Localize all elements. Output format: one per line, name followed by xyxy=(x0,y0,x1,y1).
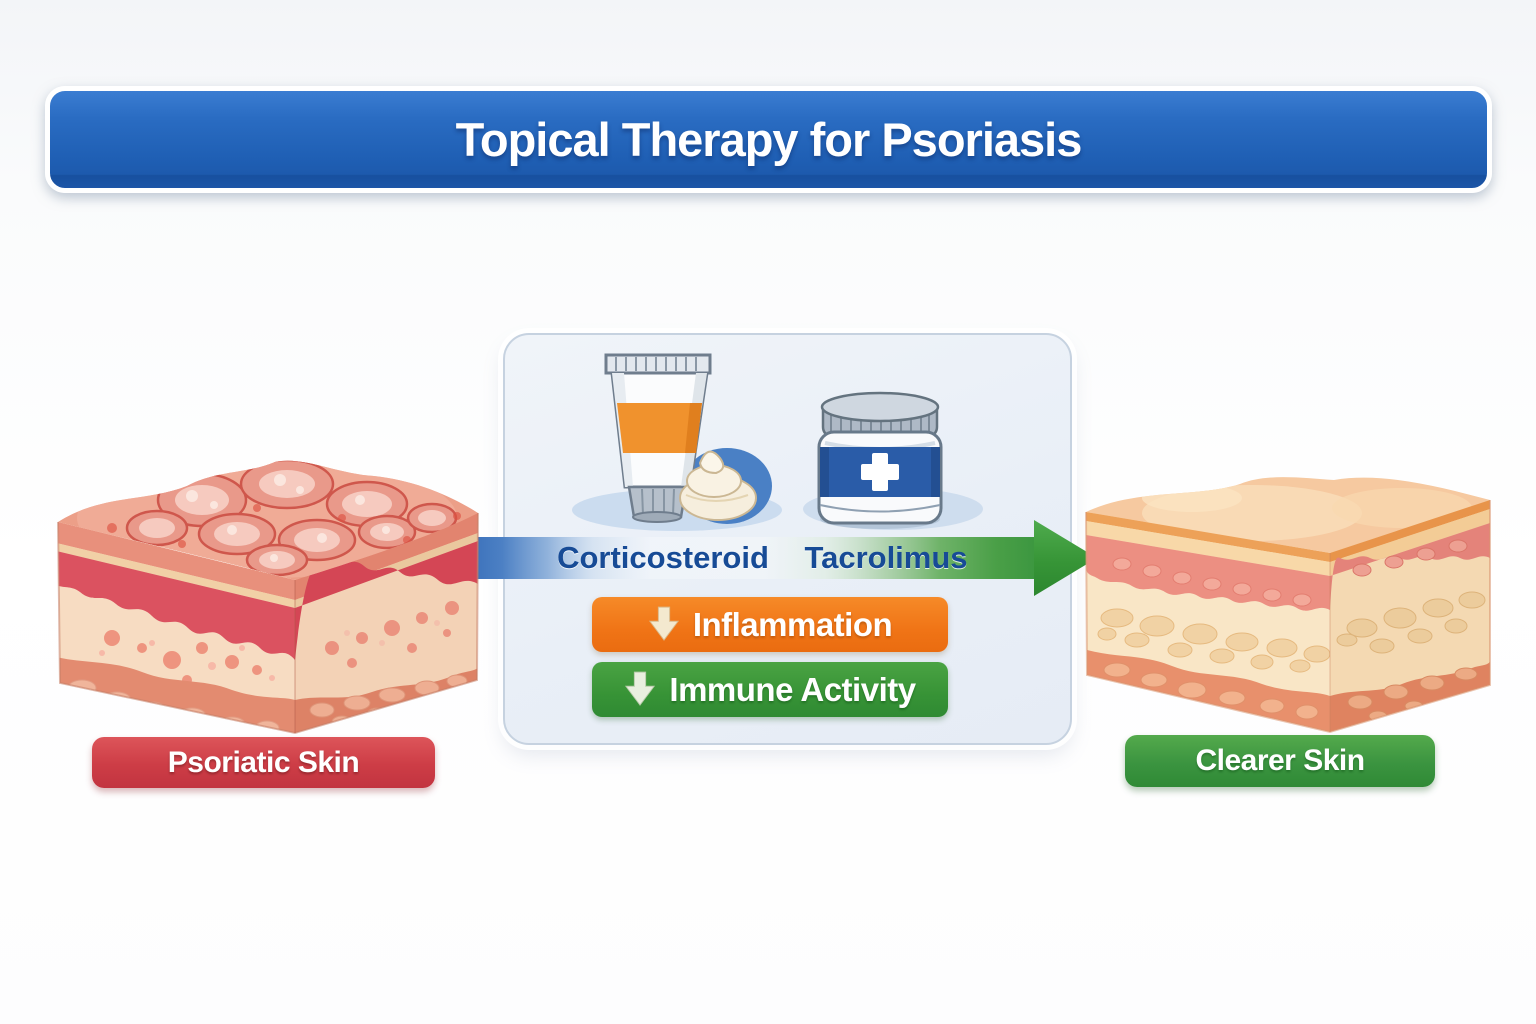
psoriatic-skin-illustration xyxy=(57,460,479,735)
psoriatic-skin-label: Psoriatic Skin xyxy=(92,737,435,788)
medical-cross-icon xyxy=(861,453,899,491)
treatment-label-tacrolimus: Tacrolimus xyxy=(804,540,968,575)
effect-banner-inflammation: Inflammation xyxy=(592,597,948,652)
clearer-skin-label: Clearer Skin xyxy=(1125,735,1435,787)
treatment-label-corticosteroid: Corticosteroid xyxy=(557,540,769,575)
effect-label: Immune Activity xyxy=(669,670,916,708)
ointment-jar-icon xyxy=(803,391,983,530)
effect-label: Inflammation xyxy=(692,605,893,643)
chip-text: Psoriatic Skin xyxy=(167,745,360,779)
chip-text: Clearer Skin xyxy=(1195,744,1365,777)
down-arrow-icon xyxy=(648,606,679,641)
clearer-skin-illustration xyxy=(1085,477,1491,734)
flow-arrow-icon xyxy=(468,520,1097,596)
cream-tube-icon xyxy=(572,353,782,531)
effect-banner-immune-activity: Immune Activity xyxy=(592,662,948,717)
header-banner: Topical Therapy for Psoriasis xyxy=(45,86,1492,193)
cream-dollop-icon xyxy=(679,450,757,521)
down-arrow-icon xyxy=(625,671,656,706)
page-title: Topical Therapy for Psoriasis xyxy=(455,113,1083,166)
